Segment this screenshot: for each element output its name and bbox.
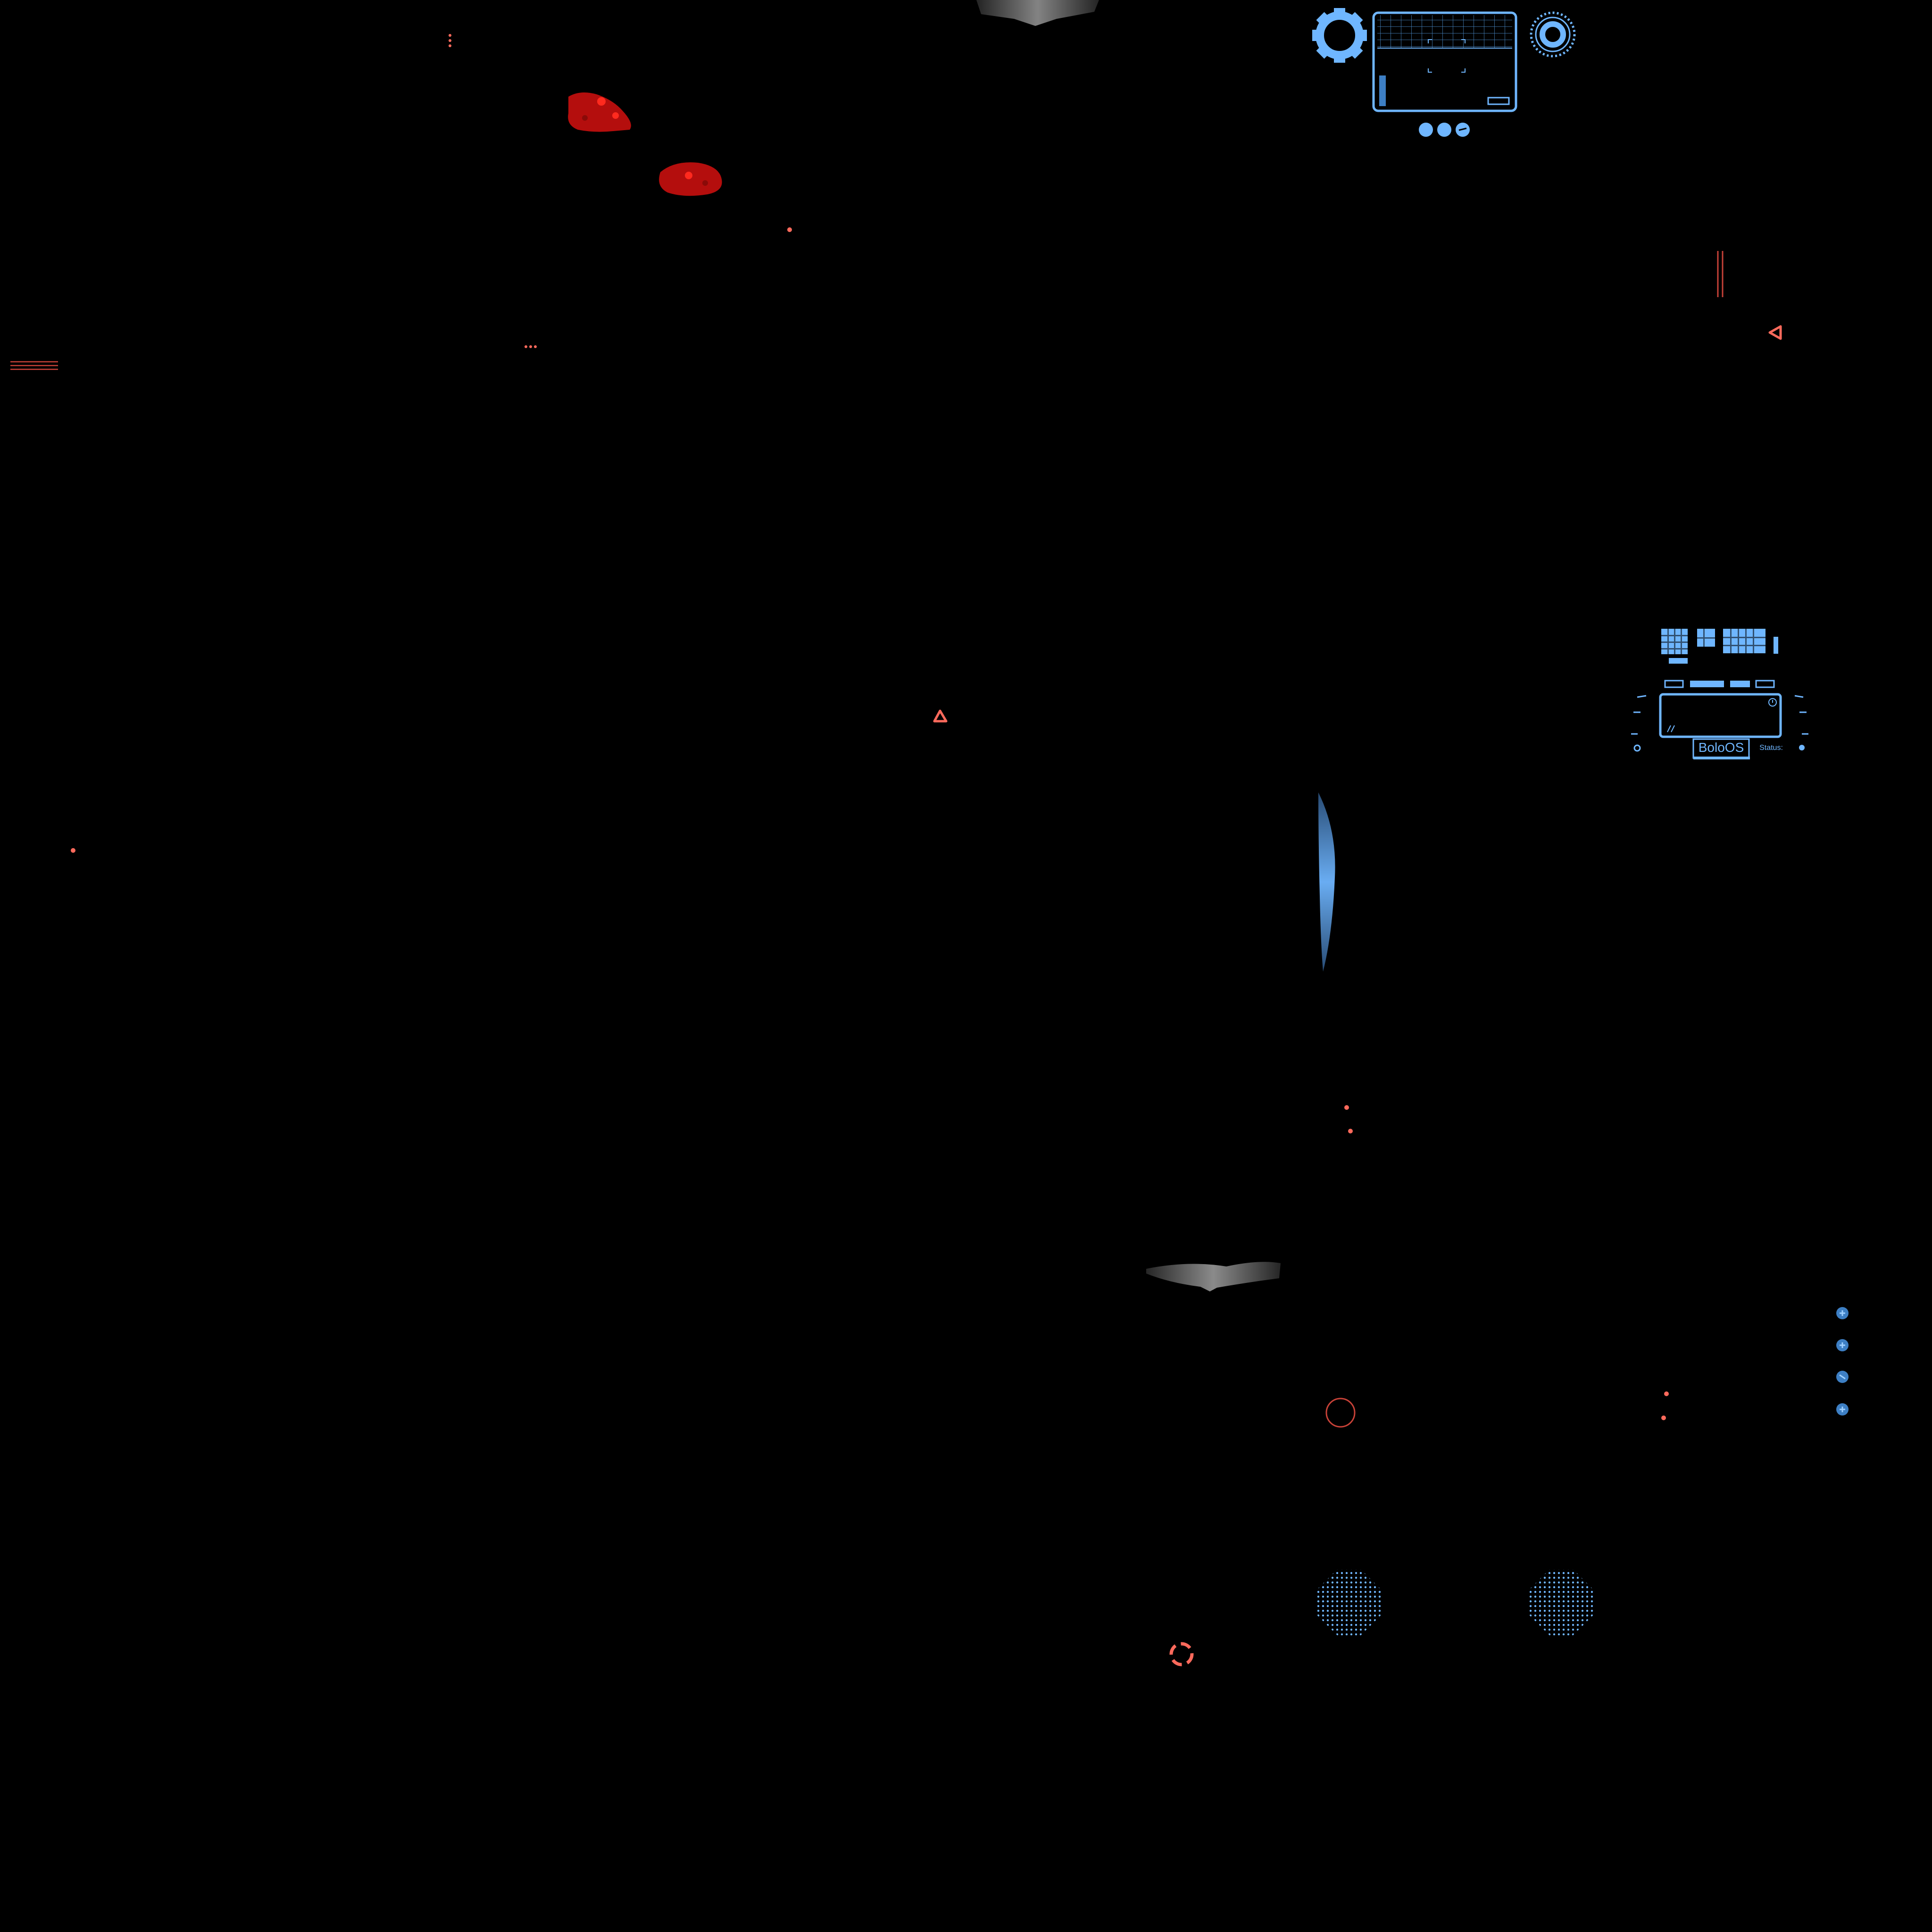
hud-minimap-indicator [1487,97,1510,105]
signal-bars [1379,75,1386,106]
slash-icon[interactable] [1836,1371,1849,1383]
vertical-ellipsis-icon [449,34,451,47]
hud-minimap-panel [1372,11,1517,112]
triangle-up-icon [933,709,948,723]
metal-fragment-bottom [1146,1262,1281,1291]
plus-icon[interactable] [1836,1403,1849,1416]
right-marker-lines [1717,251,1724,297]
reticle-icon [1169,1642,1194,1666]
blue-shard-fragment [1318,792,1335,972]
hud-status-bar [1664,680,1775,688]
plus-icon[interactable] [1836,1339,1849,1351]
red-specks [71,227,1669,1420]
blood-splatter [659,162,722,196]
status-indicator-dot [1799,745,1805,750]
hud-os-panel: BoloOS Status: [1631,693,1808,759]
side-button-column [1836,1307,1849,1416]
hud-status-blocks [1661,629,1778,664]
metal-fragment-top [976,0,1099,26]
dot-icon[interactable] [1437,123,1451,137]
cog-ring-icon[interactable] [1530,11,1576,58]
left-marker-lines [10,361,58,370]
triangle-left-icon [1768,325,1782,340]
speaker-grille-right [1528,1569,1594,1635]
hud-dots-row [1419,123,1470,137]
target-ring [1325,1398,1356,1428]
plus-icon[interactable] [1836,1307,1849,1319]
dot-icon[interactable] [1419,123,1433,137]
gear-icon[interactable] [1312,8,1367,63]
speaker-grille-left [1316,1569,1382,1635]
horizontal-ellipsis-icon [525,345,537,348]
dash-icon[interactable] [1456,123,1470,137]
blood-splatter [568,92,631,132]
os-label: BoloOS [1699,740,1744,755]
hud-os-left-indicator [1633,744,1641,752]
status-label: Status: [1759,744,1783,752]
